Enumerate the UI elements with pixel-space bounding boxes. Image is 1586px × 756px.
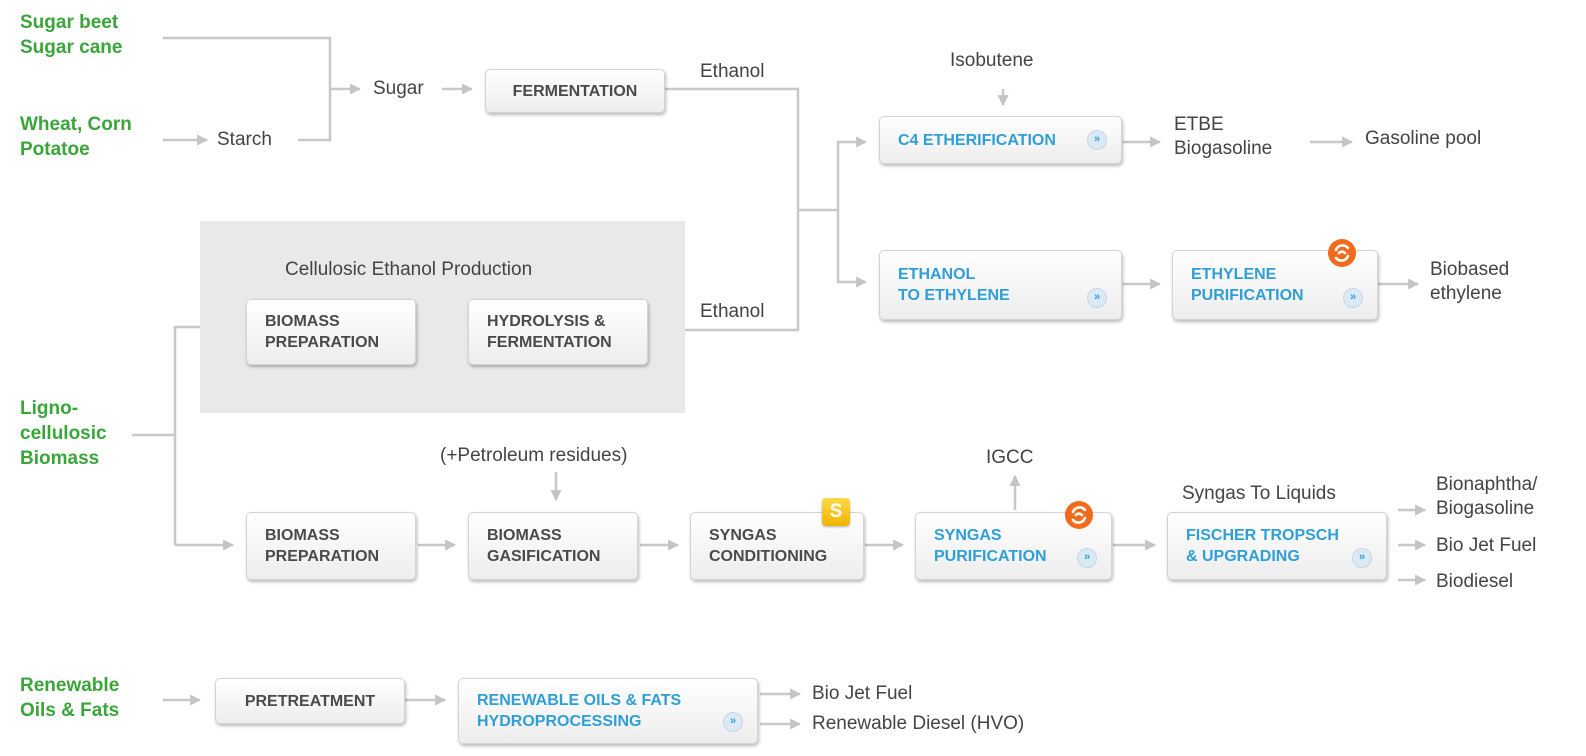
chevron-right-icon: » (1077, 548, 1097, 568)
feed-starch-line2: Potatoe (20, 139, 90, 160)
label-biobased-line2: ethylene (1430, 283, 1502, 304)
ethylene-purification-line2: PURIFICATION (1191, 287, 1304, 304)
biomass-preparation-gasification-box: BIOMASS PREPARATION (246, 512, 416, 580)
label-etbe-line2: Biogasoline (1174, 138, 1273, 159)
hydrolysis-fermentation-box: HYDROLYSIS & FERMENTATION (468, 299, 648, 365)
label-biodiesel: Biodiesel (1436, 571, 1514, 592)
renewable-oils-line2: HYDROPROCESSING (477, 713, 642, 730)
renewable-oils-line1: RENEWABLE OILS & FATS (477, 692, 682, 709)
label-etbe-line1: ETBE (1174, 114, 1224, 135)
feed-starch: Wheat, Corn Potatoe (20, 112, 132, 162)
fischer-tropsch-button[interactable]: FISCHER TROPSCH & UPGRADING » (1167, 512, 1387, 580)
ethylene-purification-button[interactable]: ETHYLENE PURIFICATION » (1172, 250, 1378, 320)
label-bionaphtha: Bionaphtha/ Biogasoline (1436, 473, 1537, 521)
syngas-purification-line1: SYNGAS (934, 527, 1002, 544)
biomass-prep-gas-line1: BIOMASS (265, 527, 340, 544)
chevron-right-icon: » (1343, 288, 1363, 308)
feed-ligno-line1: Ligno- (20, 398, 79, 419)
label-renewable-diesel: Renewable Diesel (HVO) (812, 713, 1025, 734)
label-bio-jet-fuel-oils: Bio Jet Fuel (812, 683, 913, 704)
label-syngas-to-liquids: Syngas To Liquids (1182, 483, 1336, 504)
box-text: HYDROLYSIS & FERMENTATION (487, 311, 612, 353)
label-biobased-ethylene: Biobased ethylene (1430, 258, 1509, 306)
label-etbe: ETBE Biogasoline (1174, 113, 1272, 161)
fischer-tropsch-line1: FISCHER TROPSCH (1186, 527, 1339, 544)
box-text: SYNGAS PURIFICATION (934, 525, 1047, 567)
biomass-gasification-line2: GASIFICATION (487, 548, 601, 565)
hydrolysis-line1: HYDROLYSIS & (487, 313, 606, 330)
ethanol-to-ethylene-line2: TO ETHYLENE (898, 287, 1010, 304)
pretreatment-label: PRETREATMENT (244, 692, 376, 710)
label-bionaphtha-line1: Bionaphtha/ (1436, 474, 1538, 495)
region-title: Cellulosic Ethanol Production (285, 259, 533, 280)
pretreatment-box: PRETREATMENT (215, 678, 405, 724)
syngas-conditioning-line1: SYNGAS (709, 527, 777, 544)
ethanol-to-ethylene-line1: ETHANOL (898, 266, 976, 283)
fermentation-label: FERMENTATION (512, 82, 638, 100)
hydrolysis-line2: FERMENTATION (487, 334, 612, 351)
feed-lignocellulosic: Ligno- cellulosic Biomass (20, 396, 107, 471)
syngas-conditioning-line2: CONDITIONING (709, 548, 828, 565)
biomass-prep-cell-line2: PREPARATION (265, 334, 380, 351)
label-isobutene: Isobutene (950, 50, 1034, 71)
renewable-oils-hydroprocessing-button[interactable]: RENEWABLE OILS & FATS HYDROPROCESSING » (458, 678, 758, 744)
biomass-preparation-cellulosic-box: BIOMASS PREPARATION (246, 299, 416, 365)
syngas-purification-button[interactable]: SYNGAS PURIFICATION » (915, 512, 1112, 580)
syngas-purification-line2: PURIFICATION (934, 548, 1047, 565)
fermentation-box: FERMENTATION (485, 69, 665, 113)
label-sugar: Sugar (373, 78, 424, 99)
swirl-logo-icon (1328, 239, 1356, 267)
box-text: BIOMASS GASIFICATION (487, 525, 600, 567)
c4-etherification-button[interactable]: C4 ETHERIFICATION » (879, 116, 1122, 164)
feed-ligno-line2: cellulosic (20, 423, 107, 444)
biomass-prep-cell-line1: BIOMASS (265, 313, 340, 330)
s-badge-icon: S (822, 498, 850, 526)
feed-starch-line1: Wheat, Corn (20, 114, 132, 135)
swirl-logo-icon (1065, 501, 1093, 529)
label-bio-jet-fuel-ft: Bio Jet Fuel (1436, 535, 1537, 556)
label-biobased-line1: Biobased (1430, 259, 1510, 280)
box-text: BIOMASS PREPARATION (265, 311, 379, 353)
ethylene-purification-line1: ETHYLENE (1191, 266, 1277, 283)
label-bionaphtha-line2: Biogasoline (1436, 498, 1535, 519)
feed-sugar-line2: Sugar cane (20, 37, 123, 58)
chevron-right-icon: » (1087, 288, 1107, 308)
feed-oils-line2: Oils & Fats (20, 700, 120, 721)
box-text: RENEWABLE OILS & FATS HYDROPROCESSING (477, 690, 681, 732)
box-text: ETHYLENE PURIFICATION (1191, 264, 1304, 306)
box-text: FISCHER TROPSCH & UPGRADING (1186, 525, 1339, 567)
feed-sugar: Sugar beet Sugar cane (20, 10, 122, 60)
fischer-tropsch-line2: & UPGRADING (1186, 548, 1300, 565)
chevron-right-icon: » (723, 712, 743, 732)
biomass-gasification-box: BIOMASS GASIFICATION (468, 512, 638, 580)
feed-oils-line1: Renewable (20, 675, 120, 696)
label-ethanol-cellulosic: Ethanol (700, 301, 765, 322)
box-text: SYNGAS CONDITIONING (709, 525, 827, 567)
label-igcc: IGCC (986, 447, 1034, 468)
label-petroleum-residues: (+Petroleum residues) (440, 445, 628, 466)
biomass-gasification-line1: BIOMASS (487, 527, 562, 544)
biomass-prep-gas-line2: PREPARATION (265, 548, 380, 565)
label-ethanol-top: Ethanol (700, 61, 765, 82)
box-text: BIOMASS PREPARATION (265, 525, 379, 567)
chevron-right-icon: » (1352, 548, 1372, 568)
chevron-right-icon: » (1087, 130, 1107, 150)
box-text: ETHANOL TO ETHYLENE (898, 264, 1010, 306)
ethanol-to-ethylene-button[interactable]: ETHANOL TO ETHYLENE » (879, 250, 1122, 320)
feed-sugar-line1: Sugar beet (20, 12, 119, 33)
label-gasoline-pool: Gasoline pool (1365, 128, 1482, 149)
c4-etherification-label: C4 ETHERIFICATION (898, 131, 1056, 149)
label-starch: Starch (217, 129, 272, 150)
feed-oils-fats: Renewable Oils & Fats (20, 673, 119, 723)
feed-ligno-line3: Biomass (20, 448, 100, 469)
